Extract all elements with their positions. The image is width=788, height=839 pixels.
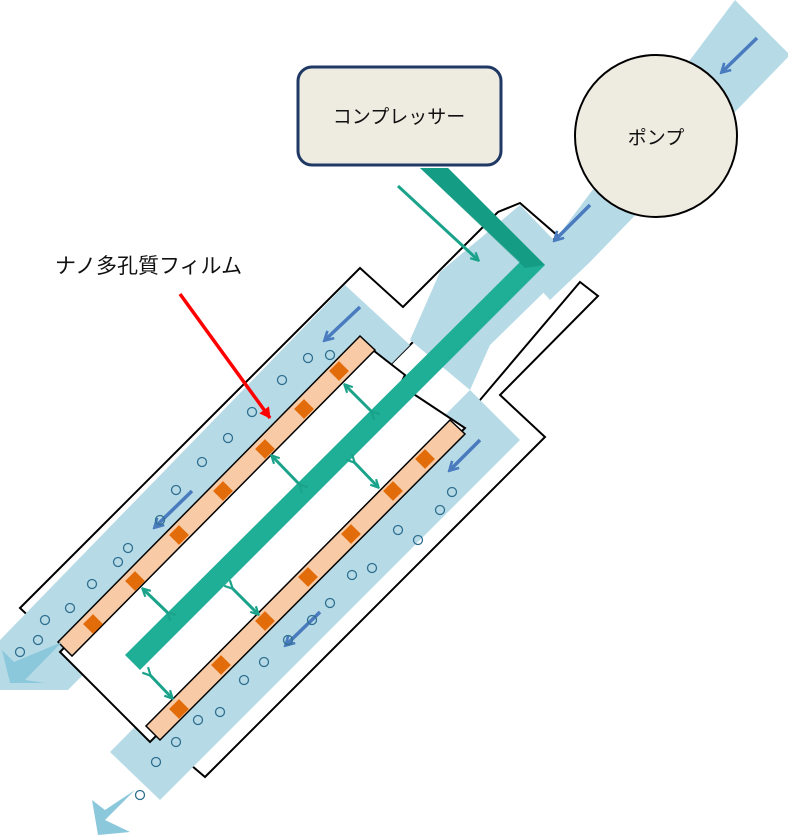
bubble	[258, 656, 270, 668]
bubble	[112, 556, 124, 568]
film-upper	[56, 334, 377, 658]
bubble	[154, 514, 166, 526]
film-lower	[144, 418, 467, 742]
compressor-label: コンプレッサー	[333, 106, 465, 128]
bubble-arrow-icon	[143, 589, 168, 613]
pore	[213, 481, 233, 501]
water-channel-upper	[0, 285, 410, 690]
bubble	[346, 569, 358, 581]
pump: ポンプ	[574, 54, 738, 218]
bubble-arrow-icon	[150, 675, 172, 698]
compressor-box	[296, 65, 503, 167]
bubble	[366, 562, 378, 574]
bubble	[196, 456, 208, 468]
flow-arrow-icon	[155, 489, 194, 527]
pore	[383, 481, 403, 501]
bubble	[324, 349, 336, 361]
bubble	[276, 374, 288, 386]
bubble	[39, 614, 51, 626]
bubble	[134, 789, 146, 801]
bubble	[222, 432, 234, 444]
flow-arrow-icon	[555, 203, 592, 240]
flow-arrow-icon	[722, 36, 759, 72]
bubble	[214, 706, 226, 718]
bubble	[434, 504, 446, 516]
bubble	[306, 614, 318, 626]
bubble-arrow-icon	[232, 588, 258, 614]
film-label: ナノ多孔質フィルム	[55, 254, 242, 278]
bubble	[64, 602, 76, 614]
pore	[294, 399, 314, 419]
bubble	[170, 484, 182, 496]
pump-label: ポンプ	[628, 127, 684, 149]
bubble	[446, 486, 458, 498]
outlet-arrow-right-icon	[92, 790, 135, 835]
water-flow-arrows	[155, 36, 759, 645]
bubble	[302, 352, 314, 364]
flow-arrow-icon	[286, 610, 322, 645]
bubble	[86, 578, 98, 590]
compressor: コンプレッサー	[296, 65, 503, 167]
bubble-arrow-icon	[272, 456, 300, 485]
air-inflow-arrow-icon	[396, 184, 478, 260]
bubble	[170, 736, 182, 748]
flow-arrow-icon	[325, 305, 362, 340]
pump-circle	[574, 54, 738, 218]
bubble	[150, 756, 162, 768]
outlet-arrow-left-icon	[2, 642, 62, 683]
bubble-arrow-icon	[345, 385, 372, 412]
pore	[298, 567, 318, 587]
bubbles	[14, 349, 458, 801]
bubble	[324, 597, 336, 609]
bubble	[14, 646, 26, 658]
bubble	[282, 634, 294, 646]
bubble-arrow-icon	[354, 462, 378, 487]
pore	[341, 524, 361, 544]
red-arrow-icon	[178, 292, 272, 420]
pore	[329, 361, 349, 381]
bubble	[412, 534, 424, 546]
bubble-arrows	[143, 184, 478, 698]
bubble	[238, 674, 250, 686]
bubble	[192, 714, 204, 726]
film-callout: ナノ多孔質フィルム	[55, 254, 272, 420]
flow-arrow-icon	[450, 438, 482, 470]
bubble	[392, 524, 404, 536]
bubble	[122, 542, 134, 554]
pore	[415, 449, 435, 469]
bubble	[246, 406, 258, 418]
water-channel-lower	[110, 390, 520, 800]
bubble	[32, 634, 44, 646]
outlet-arrows	[2, 642, 135, 835]
